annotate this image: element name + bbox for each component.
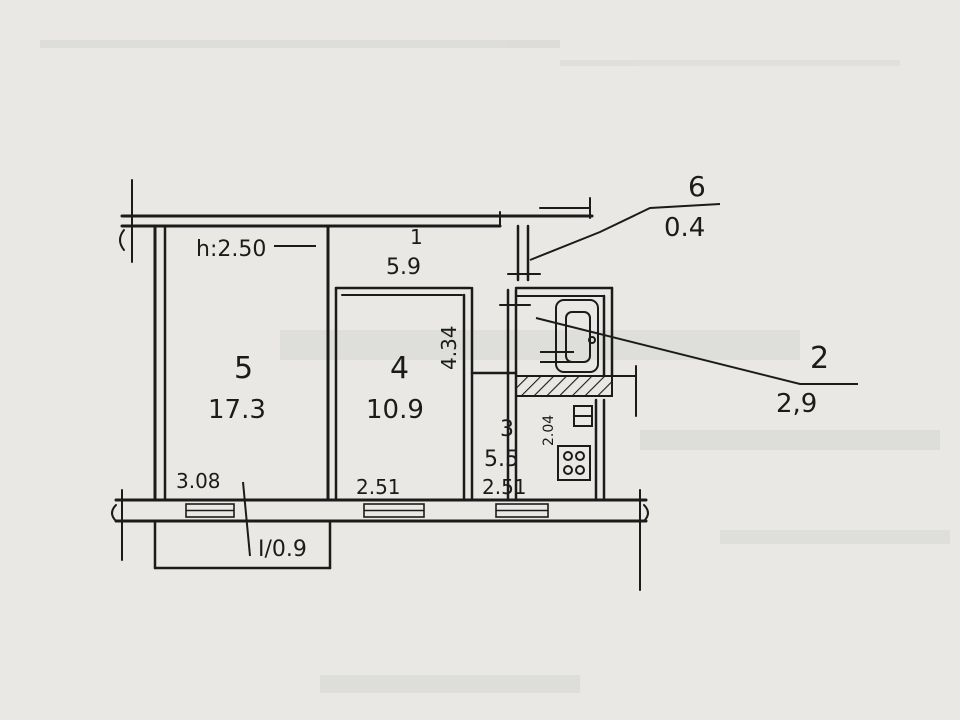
ceiling-height-label: h:2.50 — [196, 237, 266, 262]
window-room-3-dimension: 2.51 — [482, 475, 527, 499]
room-2-area: 2,9 — [776, 389, 817, 419]
room-2-number: 2 — [810, 341, 829, 376]
stove-icon — [557, 445, 591, 481]
room-1-number: 1 — [410, 225, 423, 249]
window-room-4-dimension: 2.51 — [356, 475, 401, 499]
room-6-number: 6 — [688, 170, 706, 203]
hatched-vent-wall — [515, 375, 613, 397]
room-3-number: 3 — [500, 417, 514, 442]
room-5-area: 17.3 — [208, 395, 266, 425]
windows — [185, 503, 549, 518]
window-room-5-dimension: 3.08 — [176, 469, 221, 493]
room-1-area: 5.9 — [386, 255, 421, 280]
bleed-through-marks — [40, 40, 950, 693]
room-4-number: 4 — [390, 351, 409, 386]
room-3-side-dimension: 2.04 — [541, 415, 557, 446]
room-6-area: 0.4 — [664, 213, 705, 243]
bathtub-icon — [540, 299, 599, 373]
leader-lines — [242, 203, 858, 557]
room-3-area: 5.5 — [484, 447, 519, 472]
room-4-area: 10.9 — [366, 395, 424, 425]
balcony-label: I/0.9 — [258, 537, 307, 562]
sink-icon — [573, 405, 593, 427]
room-4-side-dimension: 4.34 — [437, 325, 461, 370]
room-5-number: 5 — [234, 351, 253, 386]
